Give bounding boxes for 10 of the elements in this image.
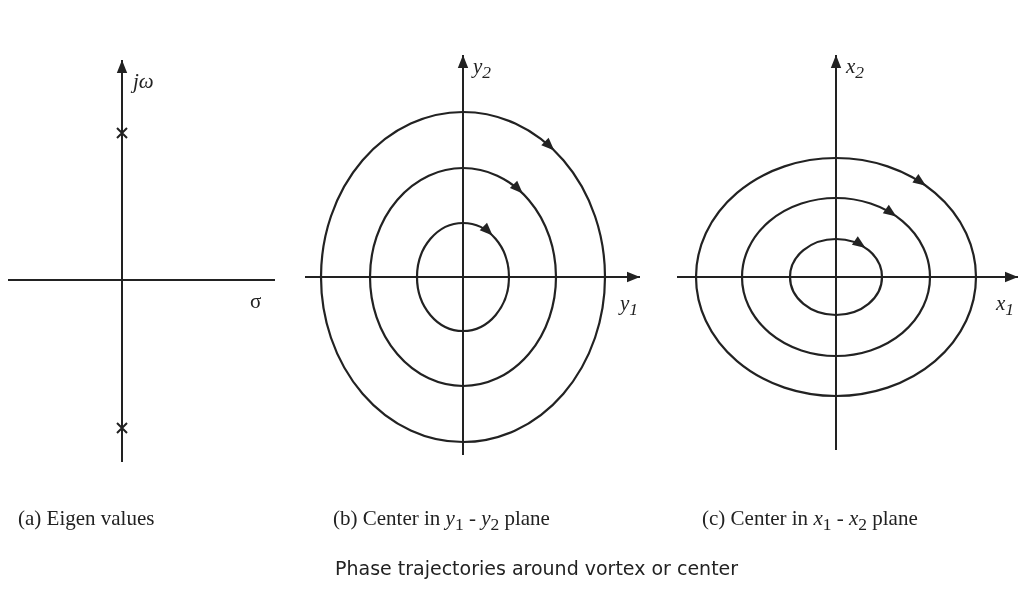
panel-caption: (a) Eigen values: [18, 507, 155, 531]
panel-caption: (b) Center in y$_{1}$ - y$_{2}$ plane: [333, 507, 550, 535]
axis-label: jω: [133, 70, 154, 94]
axis-label: σ: [250, 290, 262, 314]
panel-caption: (c) Center in x$_{1}$ - x$_{2}$ plane: [702, 507, 918, 535]
axis-label: x$_{1}$: [996, 292, 1015, 320]
axis-label: y$_{1}$: [620, 292, 639, 320]
axis-label: x$_{2}$: [846, 55, 865, 83]
figure-caption: Phase trajectories around vortex or center: [335, 557, 739, 579]
axis-label: y$_{2}$: [473, 55, 492, 83]
